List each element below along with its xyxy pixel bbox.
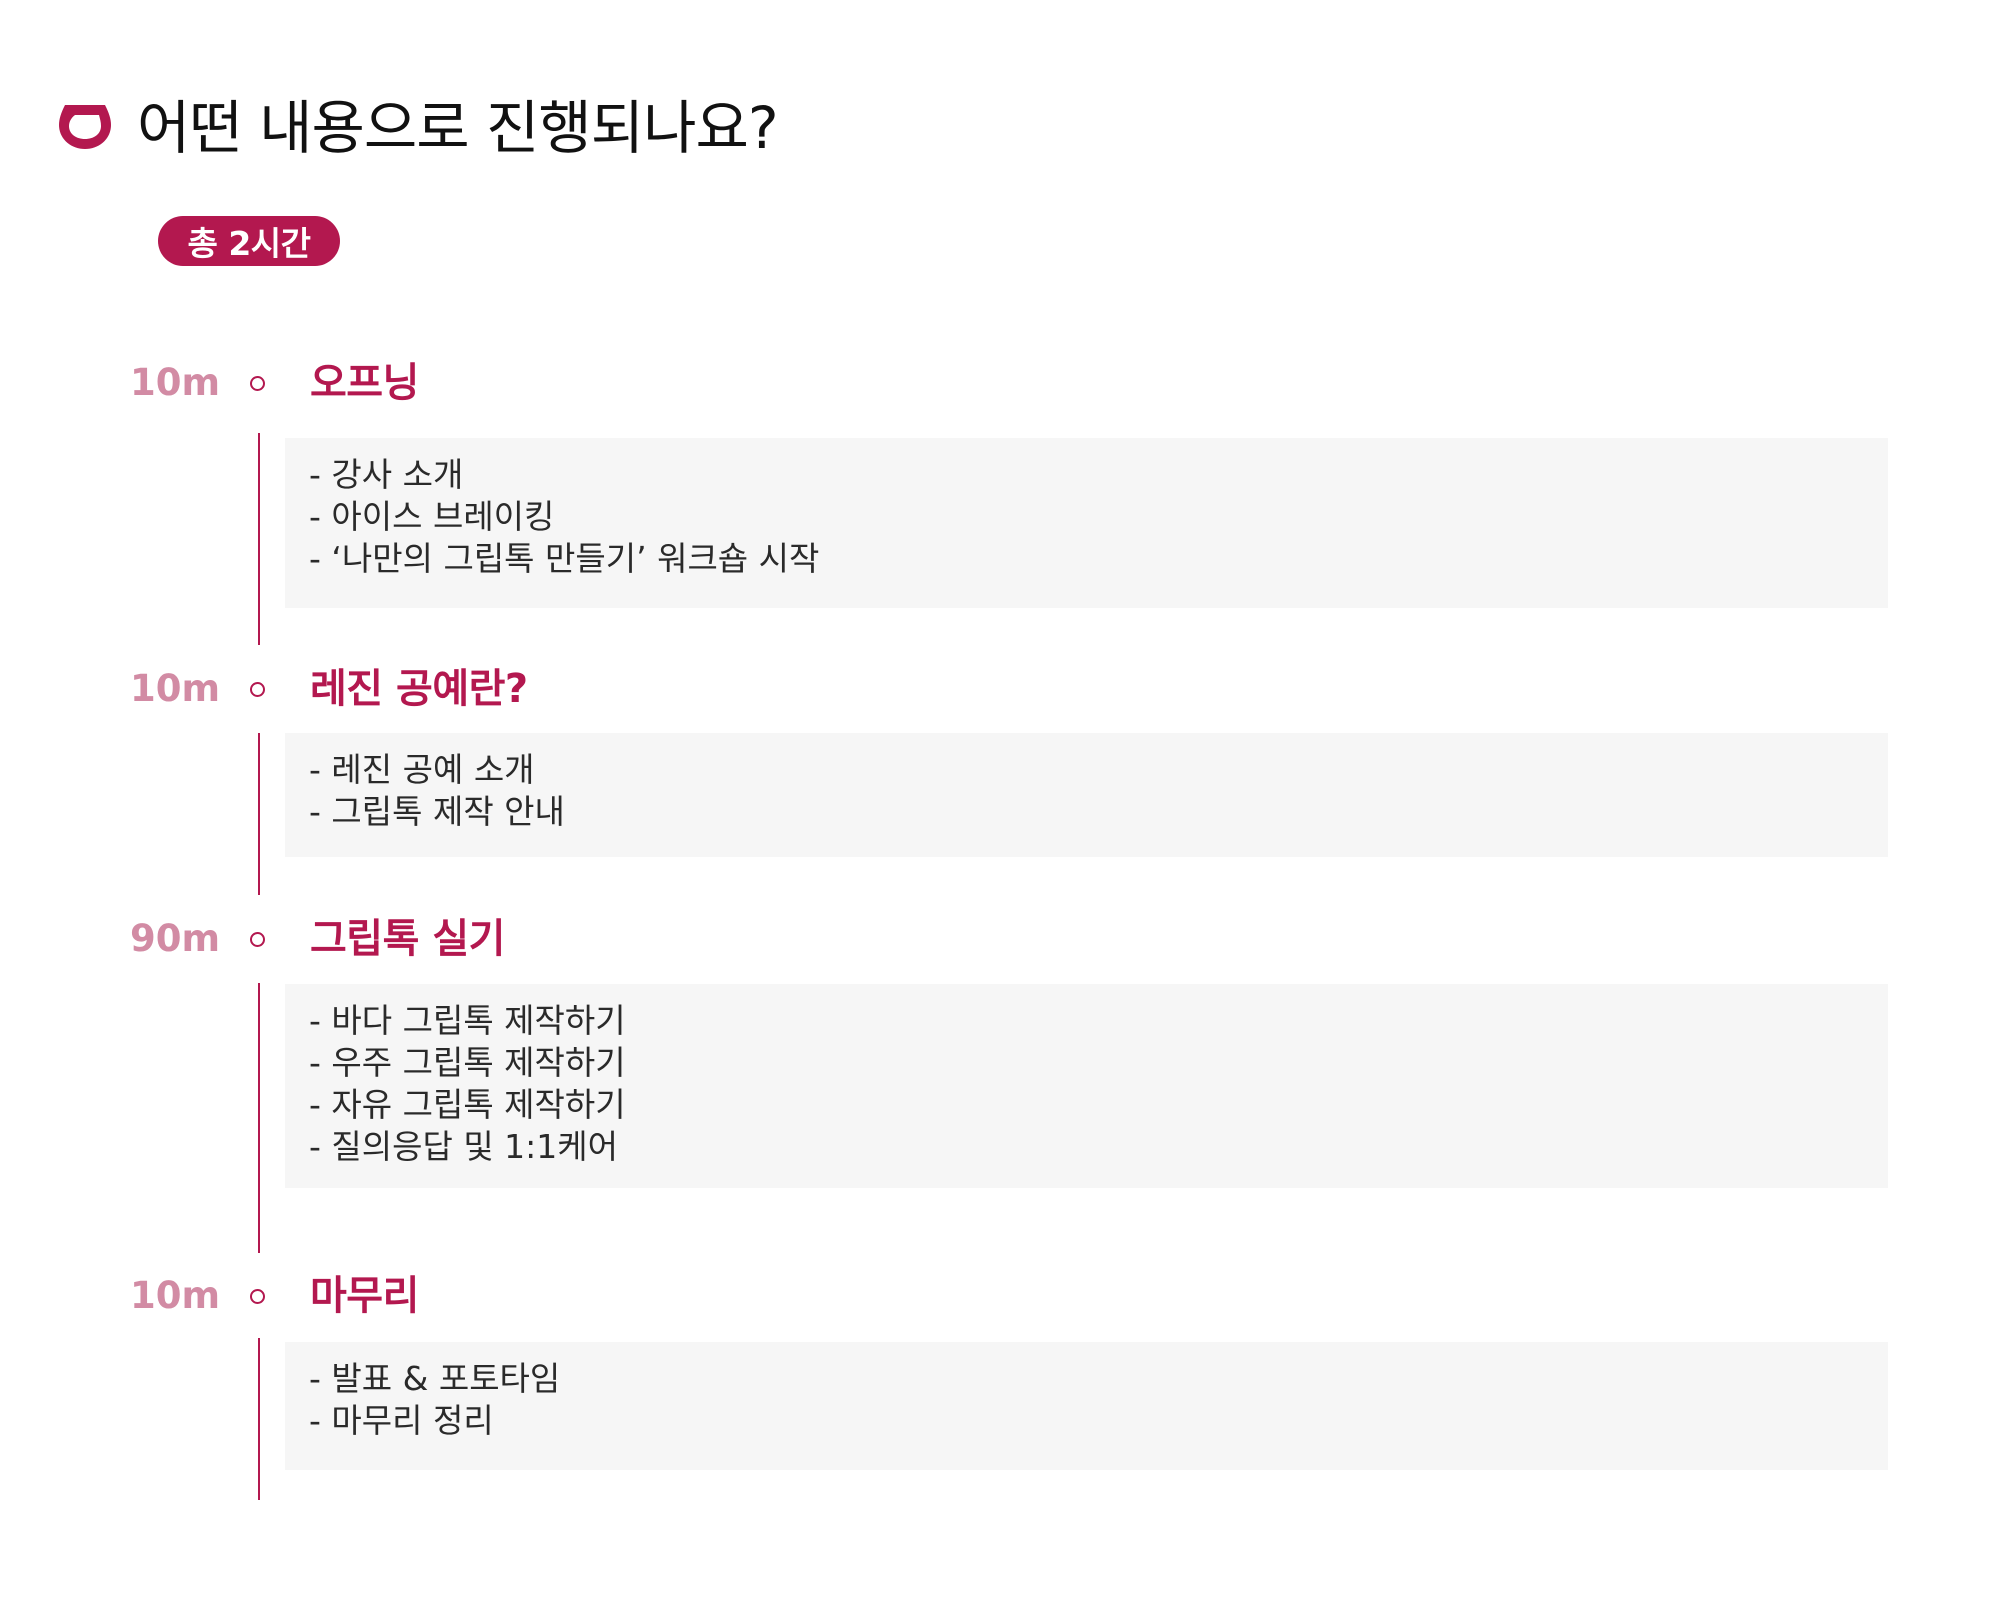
page-title: 어떤 내용으로 진행되나요?	[137, 94, 779, 162]
list-item: - 발표 & 포토타임	[309, 1359, 561, 1398]
list-item: - ‘나만의 그립톡 만들기’ 워크숍 시작	[309, 539, 820, 578]
stage-title-resin-intro: 레진 공예란?	[310, 666, 528, 712]
timeline-line	[258, 733, 260, 895]
timeline-marker-icon	[250, 1289, 265, 1304]
list-item: - 강사 소개	[309, 455, 464, 494]
timeline-marker-icon	[250, 682, 265, 697]
timeline-marker-icon	[250, 932, 265, 947]
stage-time-closing: 10m	[129, 1274, 220, 1317]
list-item: - 우주 그립톡 제작하기	[309, 1043, 626, 1082]
timeline-line	[258, 433, 260, 645]
list-item: - 바다 그립톡 제작하기	[309, 1001, 626, 1040]
stage-time-resin-intro: 10m	[129, 667, 220, 710]
stage-title-opening: 오프닝	[310, 360, 419, 406]
list-item: - 아이스 브레이킹	[309, 497, 555, 536]
stage-details-griptok-practice: - 바다 그립톡 제작하기 - 우주 그립톡 제작하기 - 자유 그립톡 제작하…	[285, 984, 1888, 1188]
list-item: - 그립톡 제작 안내	[309, 792, 565, 831]
timeline-line	[258, 1338, 260, 1500]
stage-details-closing: - 발표 & 포토타임 - 마무리 정리	[285, 1342, 1888, 1470]
page-header: 어떤 내용으로 진행되나요?	[55, 78, 779, 168]
timeline-marker-icon	[250, 376, 265, 391]
stage-title-griptok-practice: 그립톡 실기	[310, 916, 505, 962]
list-item: - 질의응답 및 1:1케어	[309, 1127, 619, 1166]
list-item: - 레진 공예 소개	[309, 750, 535, 789]
list-item: - 자유 그립톡 제작하기	[309, 1085, 626, 1124]
stage-time-opening: 10m	[129, 361, 220, 404]
total-duration-badge: 총 2시간	[158, 216, 340, 266]
stage-details-opening: - 강사 소개 - 아이스 브레이킹 - ‘나만의 그립톡 만들기’ 워크숍 시…	[285, 438, 1888, 608]
timeline-line	[258, 983, 260, 1253]
brand-logo-icon	[59, 105, 111, 149]
stage-time-griptok-practice: 90m	[129, 917, 220, 960]
list-item: - 마무리 정리	[309, 1401, 494, 1440]
stage-title-closing: 마무리	[310, 1273, 419, 1319]
stage-details-resin-intro: - 레진 공예 소개 - 그립톡 제작 안내	[285, 733, 1888, 857]
